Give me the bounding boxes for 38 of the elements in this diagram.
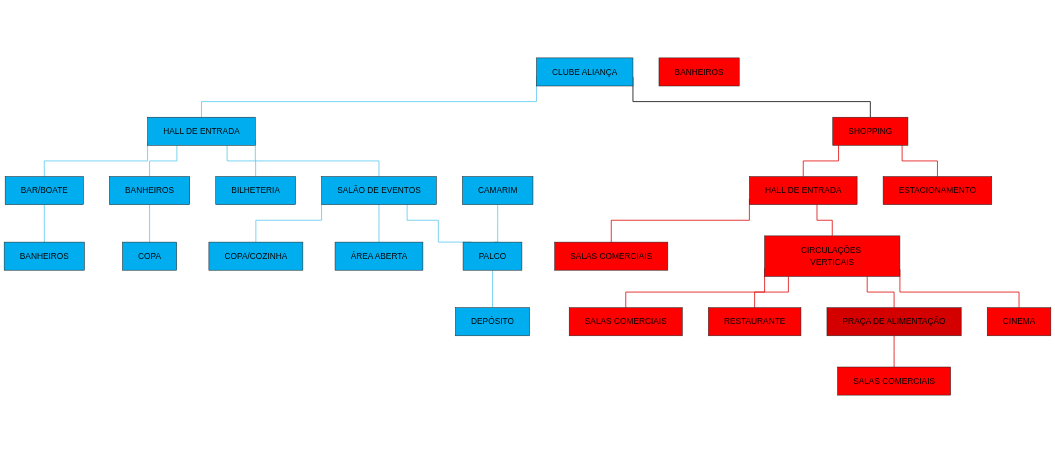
node-box: RESTAURANTE [708, 307, 802, 337]
node-box: CINEMA [986, 307, 1052, 337]
connector [494, 204, 499, 243]
node-box: ÁREA ABERTA [334, 241, 424, 271]
node-box: SALAS COMERCIAIS [568, 307, 683, 337]
node-box: BAR/BOATE [4, 176, 84, 205]
connector [149, 144, 178, 177]
node-box: BANHEIROS [3, 241, 85, 271]
node-box: CAMARIM [462, 176, 534, 205]
connector [893, 335, 895, 368]
connector [802, 144, 839, 177]
node-box: SALAS COMERCIAIS [837, 366, 951, 396]
connector [149, 204, 150, 243]
node-box: HALL DE ENTRADA [147, 116, 256, 146]
node-box: COPA [122, 241, 177, 271]
node-box: SALÃO DE EVENTOS [321, 176, 437, 205]
node-box: PRAÇA DE ALIMENTAÇÃO [826, 307, 962, 337]
connector [43, 204, 45, 243]
node-box: BANHEIROS [658, 57, 740, 87]
node-box: HALL DE ENTRADA [749, 176, 858, 205]
connector [378, 204, 380, 243]
node-box: BILHETERIA [215, 176, 296, 205]
node-box: DEPÓSITO [455, 307, 530, 337]
connector [754, 276, 789, 309]
connector [255, 204, 322, 243]
node-box: SALAS COMERCIAIS [554, 241, 669, 271]
node-box: ESTACIONAMENTO [882, 176, 992, 205]
node-box: CLUBE ALIANÇA [536, 57, 634, 87]
node-box: CIRCULAÇÕES VERTICAIS [764, 235, 901, 277]
connector [866, 276, 895, 309]
node-box: BANHEIROS [109, 176, 190, 205]
connector [901, 144, 938, 177]
node-box: SHOPPING [832, 116, 909, 146]
node-box: PALCO [462, 241, 523, 271]
node-box: COPA/COZINHA [208, 241, 304, 271]
connector [226, 144, 257, 177]
connector [816, 204, 833, 237]
connector [492, 269, 493, 309]
